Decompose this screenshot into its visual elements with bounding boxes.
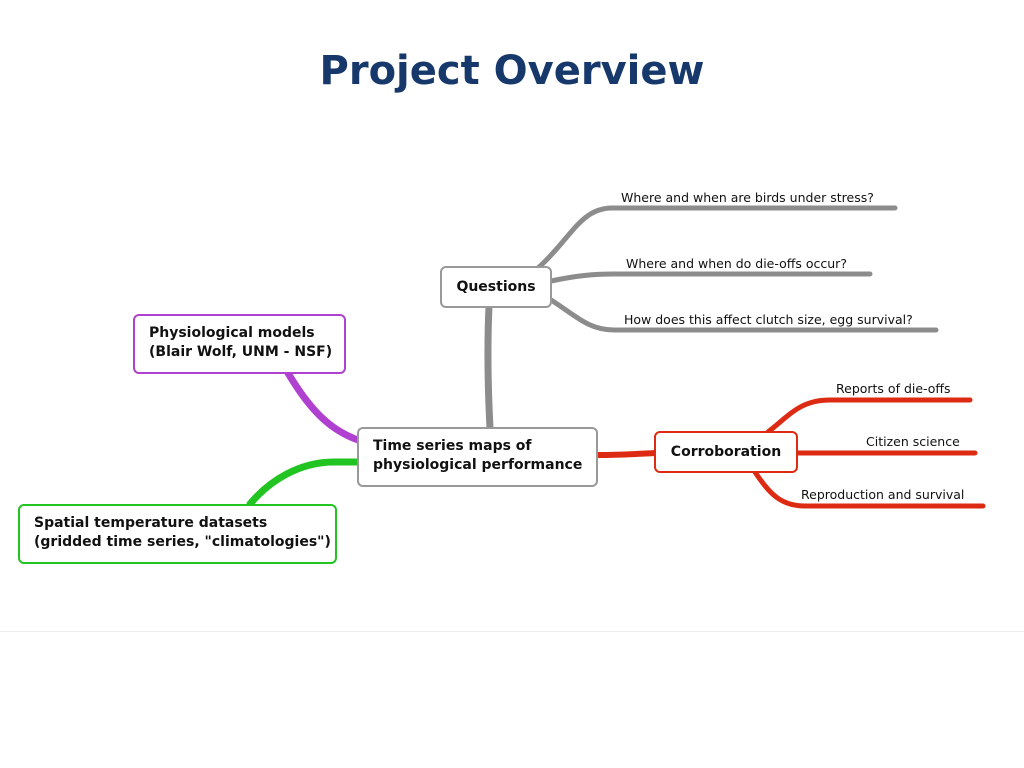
- node-spatial-line-2: (gridded time series, "climatologies"): [34, 534, 331, 550]
- connector-corroboration-3: [752, 469, 986, 509]
- leaf-question-2: Where and when do die-offs occur?: [626, 256, 847, 271]
- leaf-question-1: Where and when are birds under stress?: [621, 190, 874, 205]
- node-physiological-line-2: (Blair Wolf, UNM - NSF): [149, 344, 333, 360]
- connector-center-spatial: [246, 458, 362, 508]
- connector-center-corroboration: [595, 450, 658, 458]
- connector-question-1: [535, 205, 898, 271]
- node-questions-label: Questions: [456, 279, 536, 295]
- connector-corroboration-1: [765, 397, 973, 435]
- node-physiological-line-1: Physiological models: [149, 325, 315, 341]
- connector-center-physiological: [284, 369, 362, 444]
- footer-divider: [0, 631, 1024, 632]
- node-center: Time series maps of physiological perfor…: [357, 427, 598, 487]
- node-physiological-models: Physiological models (Blair Wolf, UNM - …: [133, 314, 346, 374]
- node-center-line-1: Time series maps of: [373, 438, 532, 454]
- leaf-corroboration-1: Reports of die-offs: [836, 381, 951, 396]
- page-title: Project Overview: [319, 48, 705, 94]
- node-center-line-2: physiological performance: [373, 457, 583, 473]
- node-questions: Questions: [440, 266, 552, 308]
- node-corroboration-label: Corroboration: [670, 444, 782, 460]
- leaf-corroboration-2: Citizen science: [866, 434, 960, 449]
- connector-question-3: [548, 297, 939, 333]
- node-spatial-temperature: Spatial temperature datasets (gridded ti…: [18, 504, 337, 564]
- leaf-corroboration-3: Reproduction and survival: [801, 487, 965, 502]
- node-corroboration: Corroboration: [654, 431, 798, 473]
- leaf-question-3: How does this affect clutch size, egg su…: [624, 312, 913, 327]
- connector-question-2: [548, 271, 873, 284]
- node-spatial-line-1: Spatial temperature datasets: [34, 515, 268, 531]
- connector-center-questions: [484, 302, 494, 432]
